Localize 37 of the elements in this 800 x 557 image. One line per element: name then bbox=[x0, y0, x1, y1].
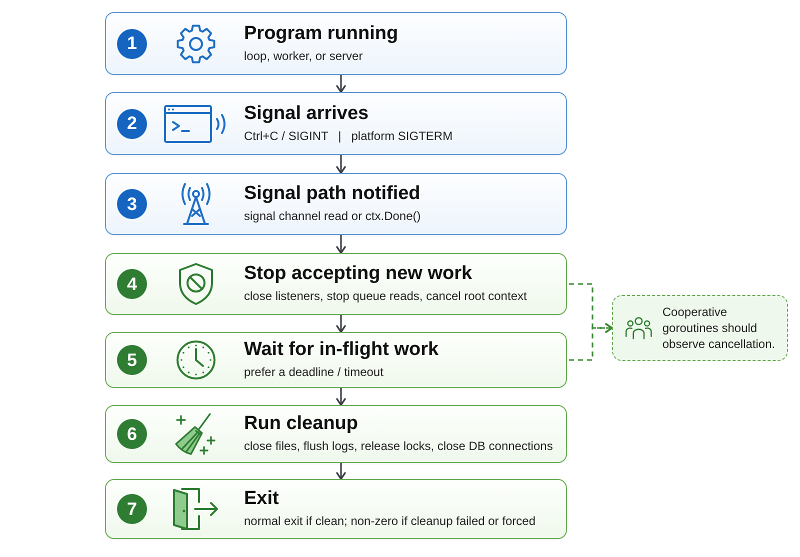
step-box bbox=[105, 173, 567, 235]
number-badge: 2 bbox=[117, 108, 147, 138]
step-description: loop, worker, or server bbox=[244, 48, 363, 64]
step-description: prefer a deadline / timeout bbox=[244, 365, 384, 381]
arrow bbox=[336, 155, 346, 174]
step-description: signal channel read or ctx.Done() bbox=[244, 209, 421, 225]
step-box bbox=[105, 405, 567, 463]
step-title: Program running bbox=[244, 22, 398, 45]
arrow bbox=[336, 463, 346, 480]
step-title: Exit bbox=[244, 488, 279, 510]
step-title: Signal arrives bbox=[244, 102, 369, 125]
number-badge: 1 bbox=[117, 28, 147, 58]
arrow bbox=[336, 315, 346, 333]
number-badge: 4 bbox=[117, 269, 147, 299]
step-box bbox=[105, 332, 567, 388]
step-description: close listeners, stop queue reads, cancel root context bbox=[244, 289, 527, 305]
step-description: Ctrl+C / SIGINT | platform SIGTERM bbox=[244, 128, 453, 144]
number-badge: 5 bbox=[117, 345, 147, 375]
step-description: normal exit if clean; non-zero if cleanup failed or forced bbox=[244, 514, 536, 530]
note-text: Cooperative goroutines should observe cancellation. bbox=[662, 304, 776, 352]
number-badge: 3 bbox=[117, 189, 147, 219]
note-box bbox=[612, 295, 788, 361]
step-title: Stop accepting new work bbox=[244, 263, 472, 286]
step-box bbox=[105, 92, 567, 155]
step-box bbox=[105, 253, 567, 315]
step-title: Wait for in-flight work bbox=[244, 339, 439, 362]
number-badge: 6 bbox=[117, 419, 147, 449]
step-box bbox=[105, 479, 567, 539]
arrow bbox=[336, 235, 346, 254]
step-title: Run cleanup bbox=[244, 413, 358, 436]
arrow bbox=[336, 75, 346, 93]
number-badge: 7 bbox=[117, 494, 147, 524]
step-box bbox=[105, 12, 567, 75]
step-description: close files, flush logs, release locks, close DB connections bbox=[244, 439, 553, 455]
dashed-arrow bbox=[569, 323, 613, 361]
step-title: Signal path notified bbox=[244, 183, 420, 206]
arrow bbox=[336, 388, 346, 406]
